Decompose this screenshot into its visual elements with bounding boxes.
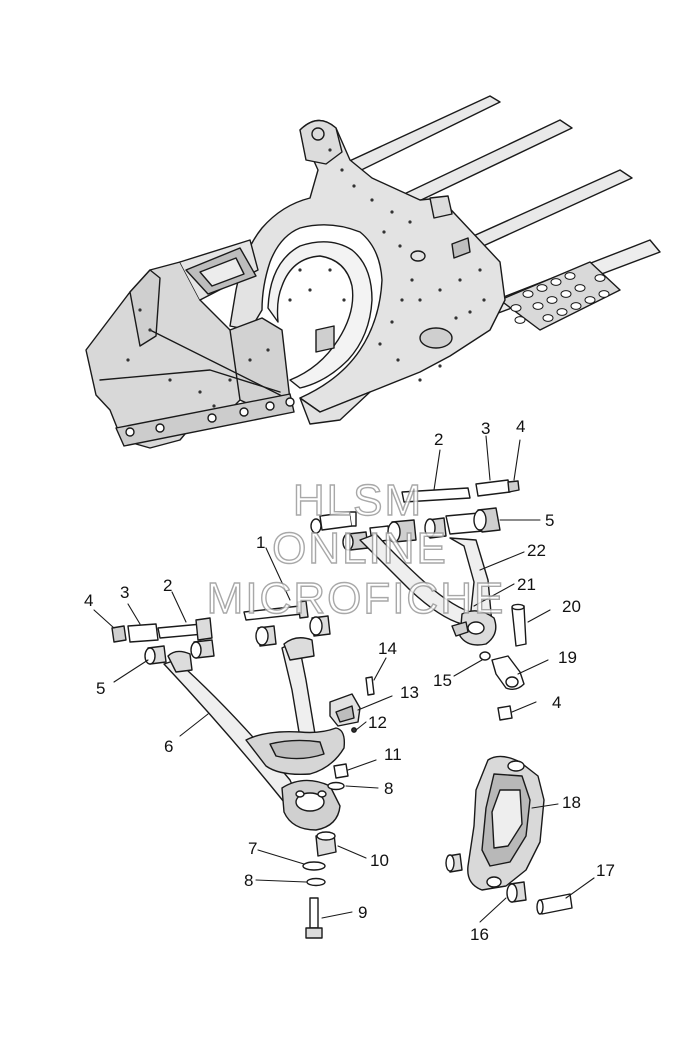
callout-16: 16 bbox=[470, 925, 489, 944]
callout-2-upper: 2 bbox=[434, 430, 443, 449]
watermark-line-3: MICROFICHE bbox=[207, 574, 506, 623]
callout-21: 21 bbox=[517, 575, 536, 594]
callout-2-left: 2 bbox=[163, 576, 172, 595]
callout-8-lower: 8 bbox=[244, 871, 253, 890]
callout-9: 9 bbox=[358, 903, 367, 922]
callout-5-left: 5 bbox=[96, 679, 105, 698]
callout-7: 7 bbox=[248, 839, 257, 858]
callout-14: 14 bbox=[378, 639, 397, 658]
callout-3-left: 3 bbox=[120, 583, 129, 602]
callout-12: 12 bbox=[368, 713, 387, 732]
callout-18: 18 bbox=[562, 793, 581, 812]
callout-1: 1 bbox=[256, 533, 265, 552]
callout-4-right: 4 bbox=[552, 693, 561, 712]
callout-13: 13 bbox=[400, 683, 419, 702]
chassis-frame bbox=[85, 95, 661, 449]
watermark-line-2: ONLINE bbox=[272, 524, 448, 573]
callout-19: 19 bbox=[558, 648, 577, 667]
callout-11: 11 bbox=[384, 745, 402, 764]
callout-10: 10 bbox=[370, 851, 389, 870]
watermark: HLSM ONLINE MICROFICHE bbox=[206, 475, 506, 623]
callout-4-upper: 4 bbox=[516, 417, 525, 436]
callout-3-upper: 3 bbox=[481, 419, 490, 438]
callout-6: 6 bbox=[164, 737, 173, 756]
callout-5-right: 5 bbox=[545, 511, 554, 530]
callout-8-upper: 8 bbox=[384, 779, 393, 798]
callout-labels: 2 3 4 5 22 21 20 19 15 4 1 4 3 2 5 6 14 … bbox=[84, 417, 615, 944]
upper-a-arm-right bbox=[243, 479, 527, 721]
callout-4-left: 4 bbox=[84, 591, 93, 610]
spindle bbox=[445, 755, 573, 915]
callout-22: 22 bbox=[527, 541, 546, 560]
callout-20: 20 bbox=[562, 597, 581, 616]
callout-17: 17 bbox=[596, 861, 615, 880]
leader-lines bbox=[93, 435, 595, 923]
lower-a-arm-left bbox=[111, 615, 375, 939]
callout-15: 15 bbox=[433, 671, 452, 690]
watermark-line-1: HLSM bbox=[293, 476, 423, 525]
